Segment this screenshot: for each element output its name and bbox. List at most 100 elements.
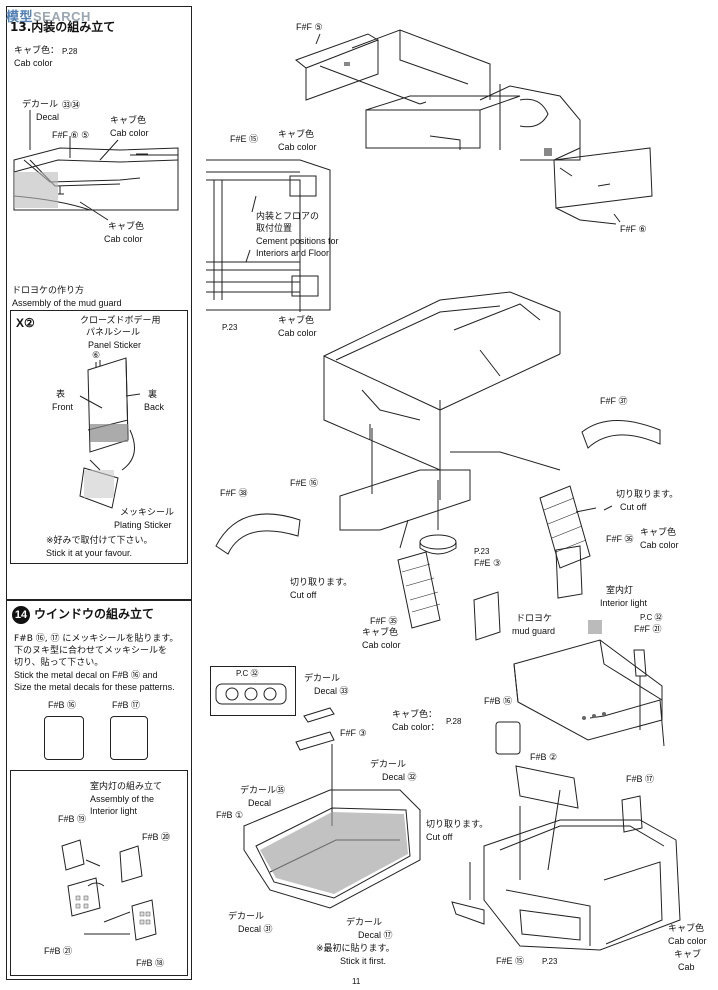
page-ref: P.23	[474, 547, 490, 556]
cement-en: Interiors and Floor	[256, 248, 330, 258]
mudguard-jp: ドロヨケ	[516, 614, 553, 624]
cab-color-jp-label: キャブ色	[108, 222, 145, 232]
cutoff-en: Cut off	[620, 502, 647, 512]
decal-number: ㉝㉞	[62, 100, 81, 110]
scissor-icon: X②	[16, 316, 35, 330]
part-label: F#E ⑯	[290, 478, 319, 488]
plating-en: Plating Sticker	[114, 520, 172, 530]
part-label: F#F ㊱	[606, 534, 634, 544]
note-en: Stick it first.	[340, 956, 387, 966]
interior-light-title-en: Interior light	[90, 806, 138, 816]
cab-color-en-label: Cab color	[640, 540, 679, 550]
part-label: F#F ㊳	[220, 488, 248, 498]
interior-light-jp: 室内灯	[606, 586, 634, 596]
mudguard-en: mud guard	[512, 626, 556, 636]
part-label: F#F ⑥ ⑤	[52, 130, 90, 140]
part-label: F#B ⑯	[484, 696, 513, 706]
part-label: F#B ⑳	[142, 832, 171, 842]
part-label: F#E ⑮	[496, 956, 525, 966]
cab-color-jp-label: キャブ色	[668, 924, 705, 934]
cab-color-jp-label: キャブ色	[110, 116, 147, 126]
decal-jp: デカール㉟	[240, 786, 286, 796]
interior-light-en: Interior light	[600, 598, 648, 608]
part-label: F#B ②	[530, 752, 558, 762]
note-jp: ※最初に貼ります。	[316, 944, 395, 954]
cab-color-jp-label: キャブ色	[278, 130, 315, 140]
decal-jp-label: デカール	[22, 100, 59, 110]
page-ref: P.23	[542, 957, 558, 966]
cab-color-jp-label: キャブ色	[640, 528, 677, 538]
cab-color-en-label: Cab color	[104, 234, 143, 244]
cab-color-en-label: Cab color	[668, 936, 707, 946]
part-label: F#E ③	[474, 558, 502, 568]
instruction-line: 切り、貼って下さい。	[14, 658, 104, 668]
instruction-line: Stick the metal decal on F#B ⑯ and	[14, 670, 158, 680]
decal-jp: デカール	[304, 674, 341, 684]
decal-jp: デカール	[228, 912, 265, 922]
note-jp: ※好みで取付けて下さい。	[46, 536, 153, 546]
cab-color-jp-label: キャブ色：	[14, 46, 60, 56]
part-label: F#B ㉑	[44, 946, 73, 956]
section14-title: ウインドウの組み立て	[34, 607, 155, 621]
cab-color-en-label: Cab color	[278, 142, 317, 152]
cutoff-jp: 切り取ります。	[426, 820, 489, 830]
cab-color-en-label: Cab color	[362, 640, 401, 650]
cab-color-en-label: Cab color	[278, 328, 317, 338]
cab-color-jp-label: キャブ色	[278, 316, 315, 326]
cab-color-en-label: Cab color	[14, 58, 53, 68]
part-label: F#B ⑯	[48, 700, 77, 710]
decal-en: Decal ㉜	[382, 772, 417, 782]
plating-jp: メッキシール	[120, 508, 175, 518]
window-template-b	[110, 716, 148, 760]
part-label: F#F ㉟	[370, 616, 398, 626]
interior-light-title-en: Assembly of the	[90, 794, 155, 804]
cutoff-en: Cut off	[426, 832, 453, 842]
part-label: F#F ⑤	[296, 22, 323, 32]
instruction-line: F#B ⑯, ⑰ にメッキシールを貼ります。	[14, 634, 179, 644]
interior-light-box	[10, 770, 188, 976]
page-number: 11	[352, 977, 361, 986]
cutoff-jp: 切り取ります。	[290, 578, 353, 588]
cab-jp: キャブ	[674, 950, 702, 960]
mudguard-title-en: Assembly of the mud guard	[12, 298, 122, 308]
sticker-jp1: クローズドボデー用	[80, 316, 161, 326]
cutoff-en: Cut off	[290, 590, 317, 600]
sticker-jp2: パネルシール	[86, 328, 141, 338]
instruction-line: 下のヌキ型に合わせてメッキシールを	[14, 646, 168, 656]
cab-color-jp-label: キャブ色：	[392, 710, 438, 720]
window-template-a	[44, 716, 84, 760]
page-ref: P.C ㉜	[236, 669, 259, 678]
cement-jp: 内装とフロアの	[256, 212, 320, 222]
cab-color-en-label: Cab color	[110, 128, 149, 138]
decal-en: Decal	[248, 798, 272, 808]
sticker-en: Panel Sticker	[88, 340, 142, 350]
front-en: Front	[52, 402, 74, 412]
interior-light-title-jp: 室内灯の組み立て	[90, 782, 163, 792]
cab-color-jp-label: キャブ色	[362, 628, 399, 638]
back-en: Back	[144, 402, 165, 412]
decal-en: Decal ⑰	[358, 930, 393, 940]
part-label: F#F ③	[340, 728, 367, 738]
part-label: F#E ⑮	[230, 134, 259, 144]
mudguard-title-jp: ドロヨケの作り方	[12, 286, 85, 296]
watermark-logo: 模型SEARCH	[6, 9, 91, 24]
decal-en-label: Decal	[36, 112, 60, 122]
part-label: F#B ⑰	[626, 774, 655, 784]
part-label: F#B ①	[216, 810, 244, 820]
instruction-line: Size the metal decals for these patterns…	[14, 682, 175, 692]
cement-jp: 取付位置	[256, 224, 293, 234]
cab-color-en-label: Cab color：	[392, 722, 440, 732]
part-label: F#F ㊲	[600, 396, 628, 406]
note-en: Stick it at your favour.	[46, 548, 133, 558]
page-ref: P.C ㉜	[640, 613, 663, 622]
page-ref: P.23	[222, 323, 238, 332]
page-ref: P.28	[446, 717, 462, 726]
front-jp: 表	[56, 390, 66, 400]
decal-en: Decal ㉝	[314, 686, 349, 696]
decal-jp: デカール	[370, 760, 407, 770]
sticker-number: ⑥	[92, 350, 101, 360]
cutoff-jp: 切り取ります。	[616, 490, 679, 500]
section14-number-badge: 14	[12, 606, 30, 624]
part-label: F#F ⑥	[620, 224, 647, 234]
part-label: F#B ⑰	[112, 700, 141, 710]
